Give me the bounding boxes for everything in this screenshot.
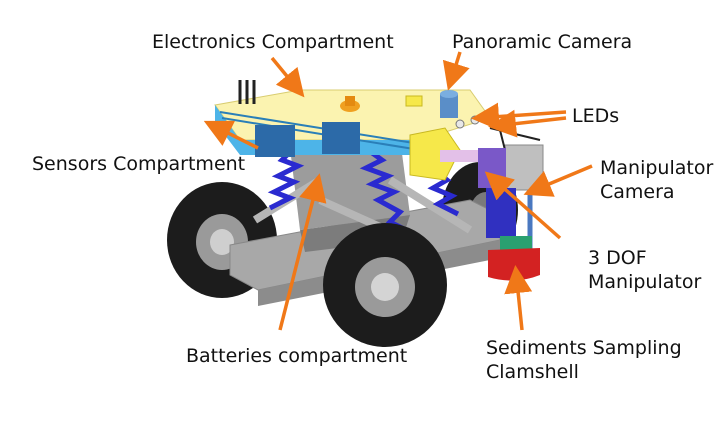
label-sediments-line1: Sediments Sampling bbox=[486, 337, 682, 359]
label-batteries-compartment: Batteries compartment bbox=[186, 345, 408, 367]
top-deck bbox=[214, 80, 491, 181]
arrow-leds-2 bbox=[488, 109, 567, 138]
panoramic-camera-shape bbox=[440, 90, 458, 118]
label-sediments-line2: Clamshell bbox=[486, 361, 579, 383]
label-manipulator-camera-line1: Manipulator bbox=[600, 157, 714, 179]
label-3dof-manipulator-line1: 3 DOF bbox=[588, 247, 647, 269]
arrow-sensors bbox=[203, 120, 259, 150]
arrow-manipulator bbox=[484, 171, 562, 240]
label-sediments-sampling-clamshell: Sediments Sampling Clamshell bbox=[486, 336, 682, 384]
arrow-electronics bbox=[270, 56, 305, 98]
label-leds: LEDs bbox=[572, 105, 620, 127]
label-3dof-manipulator: 3 DOF Manipulator bbox=[588, 246, 701, 294]
label-sensors-compartment: Sensors Compartment bbox=[32, 153, 246, 175]
arrow-leds-1 bbox=[471, 102, 567, 131]
arrow-panoramic bbox=[442, 51, 470, 91]
label-manipulator-camera-line2: Camera bbox=[600, 181, 675, 203]
label-manipulator-camera: Manipulator Camera bbox=[600, 156, 713, 204]
label-electronics-compartment: Electronics Compartment bbox=[152, 31, 394, 53]
arrow-manip-camera bbox=[523, 164, 593, 197]
arrow-sediments bbox=[504, 265, 533, 331]
arrow-batteries bbox=[278, 173, 327, 331]
front-left-wheel bbox=[323, 223, 447, 347]
label-panoramic-camera: Panoramic Camera bbox=[452, 31, 633, 53]
label-3dof-manipulator-line2: Manipulator bbox=[588, 271, 702, 293]
